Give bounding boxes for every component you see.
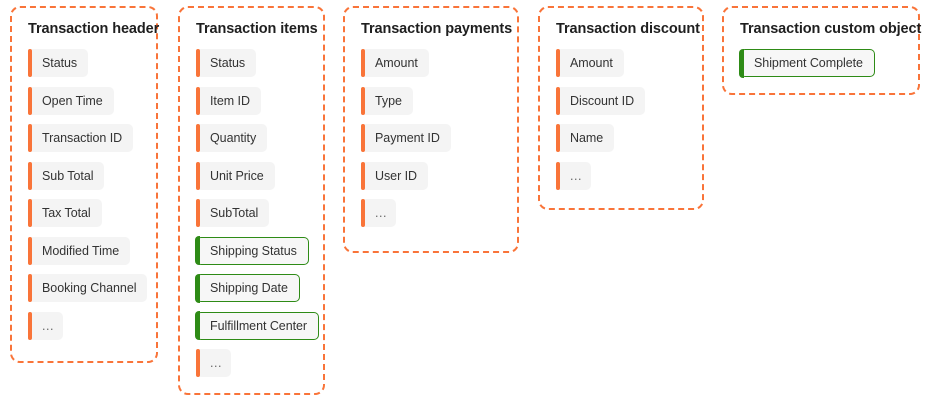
field-chip[interactable]: Tax Total <box>28 199 102 227</box>
field-chip[interactable]: User ID <box>361 161 429 190</box>
field-chip[interactable]: Shipping Date <box>195 273 300 303</box>
field-chip-more[interactable]: ... <box>556 161 591 190</box>
field-chip[interactable]: Modified Time <box>28 236 131 265</box>
group-title-transaction-payments: Transaction payments <box>361 21 513 37</box>
group-title-transaction-header: Transaction header <box>28 21 160 37</box>
field-chip[interactable]: Fulfillment Center <box>194 311 320 340</box>
field-chip[interactable]: Amount <box>556 49 624 77</box>
field-chip-more[interactable]: ... <box>196 349 231 377</box>
field-list-transaction-custom-object: Shipment Complete <box>739 48 875 78</box>
group-title-transaction-items: Transaction items <box>196 21 318 37</box>
field-chip[interactable]: Item ID <box>196 86 261 115</box>
group-title-transaction-discount: Transaction discount <box>556 21 700 37</box>
field-chip[interactable]: Amount <box>361 49 429 77</box>
group-title-transaction-custom-object: Transaction custom object <box>740 21 922 37</box>
field-chip[interactable]: Booking Channel <box>28 274 148 302</box>
field-chip[interactable]: SubTotal <box>196 199 270 227</box>
field-chip[interactable]: Transaction ID <box>28 124 134 152</box>
field-chip-more[interactable]: ... <box>361 199 396 227</box>
field-chip[interactable]: Type <box>361 86 413 115</box>
field-chip[interactable]: Payment ID <box>361 124 451 152</box>
field-chip[interactable]: Quantity <box>196 124 268 152</box>
field-chip[interactable]: Shipment Complete <box>739 48 875 78</box>
field-chip[interactable]: Sub Total <box>28 161 105 190</box>
field-chip[interactable]: Status <box>28 49 89 77</box>
field-chip[interactable]: Shipping Status <box>195 236 309 265</box>
field-chip[interactable]: Unit Price <box>196 161 275 190</box>
field-chip-more[interactable]: ... <box>28 311 63 340</box>
field-chip[interactable]: Status <box>196 49 257 77</box>
field-chip[interactable]: Name <box>556 124 615 152</box>
field-chip[interactable]: Open Time <box>28 86 114 115</box>
field-chip[interactable]: Discount ID <box>556 86 646 115</box>
